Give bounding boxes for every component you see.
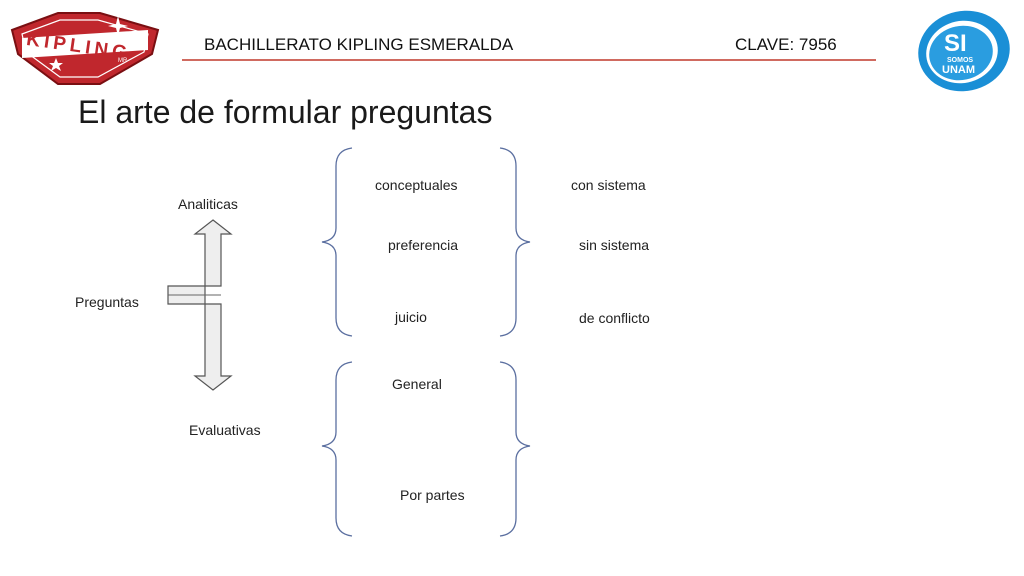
somos-unam-logo — [918, 10, 1010, 92]
type-por-partes: Por partes — [400, 487, 465, 503]
type-conceptuales: conceptuales — [375, 177, 458, 193]
unam-logo-somos: SOMOS — [947, 57, 974, 64]
type-juicio: juicio — [395, 309, 427, 325]
unam-logo-unam: UNAM — [942, 64, 975, 76]
school-clave: CLAVE: 7956 — [735, 35, 837, 54]
kipling-logo-mark: MR — [118, 58, 128, 64]
page-title: El arte de formular preguntas — [78, 94, 493, 130]
mode-sin-sistema: sin sistema — [579, 237, 650, 253]
brace-analiticas-right — [499, 147, 531, 337]
type-general: General — [392, 376, 442, 392]
node-analiticas: Analiticas — [178, 196, 238, 212]
unam-logo-si: SI — [944, 30, 967, 57]
type-preferencia: preferencia — [388, 237, 459, 253]
node-evaluativas: Evaluativas — [189, 422, 261, 438]
node-preguntas: Preguntas — [75, 294, 139, 310]
kipling-logo — [10, 12, 160, 85]
brace-evaluativas-right — [499, 361, 531, 537]
brace-evaluativas-left — [321, 361, 353, 537]
school-name: BACHILLERATO KIPLING ESMERALDA — [204, 35, 514, 54]
double-arrow — [167, 219, 233, 391]
mode-con-sistema: con sistema — [571, 177, 646, 193]
mode-de-conflicto: de conflicto — [579, 310, 650, 326]
brace-analiticas-left — [321, 147, 353, 337]
